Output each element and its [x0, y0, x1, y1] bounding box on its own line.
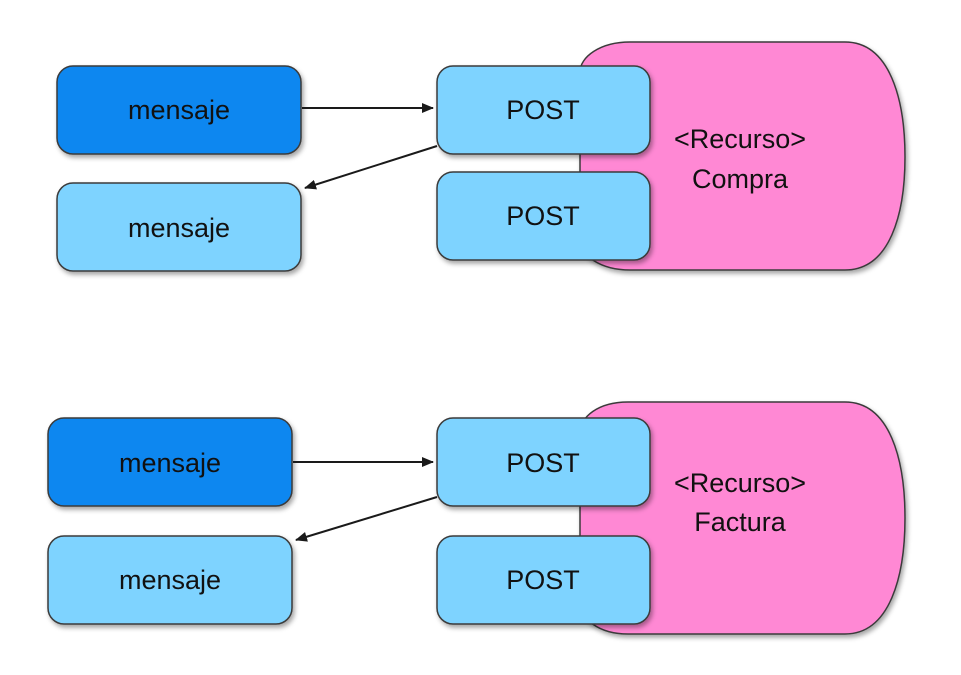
response-arrow-compra — [304, 145, 438, 190]
response-arrow-factura — [295, 496, 438, 542]
message-out-compra-label: mensaje — [128, 95, 230, 125]
message-in-factura-box[interactable] — [47, 535, 293, 625]
message-in-factura-label: mensaje — [119, 565, 221, 595]
group-factura: <Recurso> Factura POST POST mensaje mens… — [47, 401, 906, 635]
message-in-compra-label: mensaje — [128, 213, 230, 243]
post-top-factura-box[interactable] — [436, 417, 651, 507]
resource-factura-type: <Recurso> — [674, 468, 806, 498]
message-out-compra-box[interactable] — [56, 65, 302, 155]
post-top-factura-label: POST — [506, 448, 580, 478]
post-top-compra-label: POST — [506, 95, 580, 125]
resource-compra-name: Compra — [692, 164, 789, 194]
post-bottom-compra-box[interactable] — [436, 171, 651, 261]
group-compra: <Recurso> Compra POST POST mensaje mensa… — [56, 41, 906, 272]
post-bottom-compra-label: POST — [506, 201, 580, 231]
post-top-compra-box[interactable] — [436, 65, 651, 155]
resource-compra-type: <Recurso> — [674, 124, 806, 154]
post-bottom-factura-box[interactable] — [436, 535, 651, 625]
post-bottom-factura-label: POST — [506, 565, 580, 595]
resource-factura-name: Factura — [694, 507, 787, 537]
message-in-compra-box[interactable] — [56, 182, 302, 272]
message-out-factura-box[interactable] — [47, 417, 293, 507]
message-out-factura-label: mensaje — [119, 448, 221, 478]
